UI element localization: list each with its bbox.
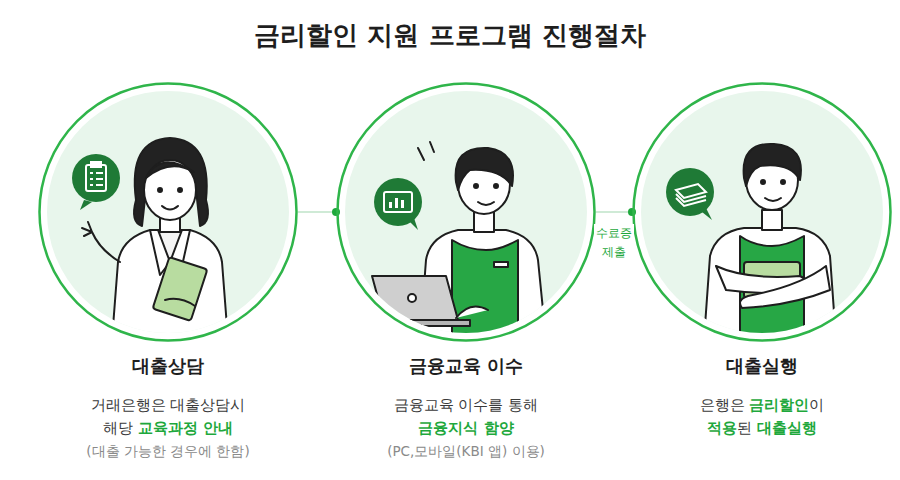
chart-bubble — [374, 178, 422, 226]
connector-dot — [628, 208, 636, 216]
connector — [298, 211, 336, 213]
bubble-tail — [80, 200, 92, 210]
step-circle: 대출상담거래은행은 대출상담시해당교육과정 안내(대출 가능한 경우에 한함) — [38, 82, 298, 342]
body-text: 금융교육 이수를 통해 — [394, 397, 538, 413]
body-text: 된 — [737, 420, 752, 436]
step-body-line: (PC,모바일(KBI 앱) 이용) — [316, 440, 616, 463]
chart-icon — [384, 192, 412, 212]
step-texts: 대출상담거래은행은 대출상담시해당 교육과정 안내 (대출 가능한 경우에 한함) — [18, 354, 318, 463]
step-circle: 금융교육 이수금융교육 이수를 통해금융지식 함양(PC,모바일(KBI 앱) … — [336, 82, 596, 342]
note-text: (PC,모바일(KBI 앱) 이용) — [387, 443, 545, 459]
step-body-line: (대출 가능한 경우에 한함) — [18, 440, 318, 463]
highlight-text: 금융지식 함양 — [418, 420, 513, 436]
highlight-text: 금리할인 — [749, 397, 809, 413]
edge-label: 수료증 제출 — [594, 224, 634, 262]
circle-outline — [632, 82, 892, 342]
money-icon — [676, 184, 706, 206]
step-body-line: 적용된 대출실행 — [612, 417, 900, 440]
step-body-line: 해당 교육과정 안내 — [18, 417, 318, 440]
circle-ring — [338, 84, 595, 341]
circle-ring — [40, 84, 297, 341]
bubble-tail — [410, 218, 418, 230]
connector — [596, 211, 632, 213]
note-text: (대출 가능한 경우에 한함) — [86, 443, 249, 459]
step-body-line: 거래은행은 대출상담시 — [18, 394, 318, 417]
highlight-text: 교육과정 안내 — [138, 420, 233, 436]
customer-figure — [704, 144, 836, 340]
circle-ring — [634, 84, 891, 341]
step-texts: 대출실행은행은금리할인이적용된대출실행 — [612, 354, 900, 440]
body-text: 해당 — [103, 420, 133, 436]
step-body-line: 은행은금리할인이 — [612, 394, 900, 417]
circle-fill — [47, 91, 289, 333]
learner-figure — [372, 142, 546, 340]
step-body-line: 금융교육 이수를 통해 — [316, 394, 616, 417]
money-bubble — [666, 168, 714, 216]
step-heading: 대출실행 — [612, 354, 900, 378]
step-heading: 대출상담 — [18, 354, 318, 378]
body-text: 이 — [809, 397, 824, 413]
step-body-line: 금융지식 함양 — [316, 417, 616, 440]
body-text: 은행은 — [700, 397, 745, 413]
circle-outline — [336, 82, 596, 342]
connector-dot — [332, 208, 340, 216]
circle-outline — [38, 82, 298, 342]
clipboard-bubble — [72, 154, 120, 202]
highlight-text: 적용 — [707, 420, 737, 436]
step-heading: 금융교육 이수 — [316, 354, 616, 378]
circle-fill — [641, 91, 883, 333]
diagram-title: 금리할인 지원 프로그램 진행절차 — [0, 18, 900, 53]
body-text: 거래은행은 대출상담시 — [91, 397, 246, 413]
step-texts: 금융교육 이수금융교육 이수를 통해금융지식 함양 (PC,모바일(KBI 앱) … — [316, 354, 616, 463]
highlight-text: 대출실행 — [757, 420, 817, 436]
clipboard-icon — [86, 162, 106, 191]
step-circle: 대출실행은행은금리할인이적용된대출실행 — [632, 82, 892, 342]
bubble-tail — [702, 208, 712, 220]
